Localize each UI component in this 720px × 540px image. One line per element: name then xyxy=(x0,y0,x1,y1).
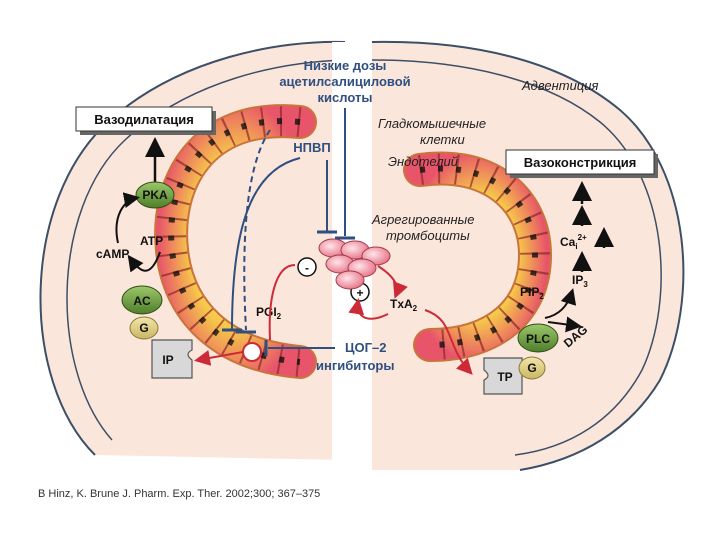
g-right-label: G xyxy=(527,361,536,375)
endothelium-label: Эндотелий xyxy=(388,154,458,169)
pka-label: PKA xyxy=(142,188,168,202)
txa2-sub: 2 xyxy=(413,304,418,313)
cox2-label-1: ЦОГ–2 xyxy=(345,340,386,355)
nsaid-line-left xyxy=(231,157,301,331)
atp-to-camp-arrow xyxy=(127,251,161,273)
endothelium-left xyxy=(154,104,317,379)
pip2-text: PIP xyxy=(520,285,539,299)
pgi2-sub: 2 xyxy=(277,312,282,321)
ip3-text: IP xyxy=(572,273,583,287)
vasodilation-box: Вазодилатация xyxy=(75,106,216,135)
vasoconstriction-label: Вазоконстрикция xyxy=(524,155,637,170)
plus-text: + xyxy=(356,286,363,300)
ac-label: AC xyxy=(133,294,151,308)
ca-text: Ca xyxy=(560,235,576,249)
pgi2-to-ip-arrow xyxy=(194,350,244,366)
atp-label: ATP xyxy=(140,234,163,248)
aggregated-platelets xyxy=(318,238,391,290)
aspirin-line-3: кислоты xyxy=(318,90,373,105)
platelets-label-1: Агрегированные xyxy=(371,212,474,227)
txa2-to-tp-arrow xyxy=(424,309,473,375)
vasoconstriction-box: Вазоконстрикция xyxy=(505,149,658,178)
txa2-feedback-arrow xyxy=(348,298,389,320)
ip3-sub: 3 xyxy=(583,280,588,289)
low-dose-aspirin-label: Низкие дозы ацетилсалициловой кислоты xyxy=(279,58,410,105)
aspirin-line-1: Низкие дозы xyxy=(304,58,387,73)
g-protein-left: G xyxy=(129,316,159,340)
pip2-label: PIP2 xyxy=(520,285,544,301)
minus-text: - xyxy=(305,261,309,275)
g-left-label: G xyxy=(139,321,148,335)
endothelium-right xyxy=(403,151,553,362)
ip-receptor: IP xyxy=(151,339,193,379)
pip2-to-ip3-arrow xyxy=(544,288,577,319)
pka-node: PKA xyxy=(135,181,175,209)
nsaid-label: НПВП xyxy=(293,140,330,155)
ca-sup: 2+ xyxy=(578,233,587,242)
tp-label: TP xyxy=(497,370,512,384)
pgi2-inhibition-line xyxy=(268,264,296,341)
ip-label: IP xyxy=(162,353,173,367)
pgi2-label: PGI2 xyxy=(256,305,282,321)
aspirin-inhibition-line xyxy=(243,129,271,331)
platelets-to-txa2-arrow xyxy=(377,265,408,299)
smooth-muscle-label-2: клетки xyxy=(420,132,465,147)
txa2-label: TxA2 xyxy=(390,297,418,313)
txa2-text: TxA xyxy=(390,297,413,311)
plc-node: PLC xyxy=(517,323,559,353)
cox2-label-2: ингибиторы xyxy=(316,358,394,373)
camp-label: cAMP xyxy=(96,247,129,261)
tp-receptor: TP xyxy=(483,357,523,395)
plc-label: PLC xyxy=(526,332,550,346)
camp-to-pka-arrow xyxy=(115,192,140,244)
pgi2-source-node xyxy=(242,342,262,362)
vasodilation-label: Вазодилатация xyxy=(94,112,194,127)
ca-sub: i xyxy=(575,242,577,251)
pip2-to-dag-arrow xyxy=(547,316,582,333)
aspirin-line-2: ацетилсалициловой xyxy=(279,74,410,89)
ip3-label: IP3 xyxy=(572,273,588,289)
smooth-muscle-label-1: Гладкомышечные xyxy=(378,116,486,131)
pip2-sub: 2 xyxy=(539,292,544,301)
adventitia-label: Адвентиция xyxy=(521,78,598,93)
ca-label: Cai2+ xyxy=(560,233,587,251)
g-protein-right: G xyxy=(518,356,546,380)
minus-symbol: - xyxy=(297,257,317,277)
pgi2-text: PGI xyxy=(256,305,277,319)
platelets-label-2: тромбоциты xyxy=(386,228,470,243)
citation: B Hinz, K. Brune J. Pharm. Exp. Ther. 20… xyxy=(38,488,321,500)
ac-node: AC xyxy=(121,285,163,315)
